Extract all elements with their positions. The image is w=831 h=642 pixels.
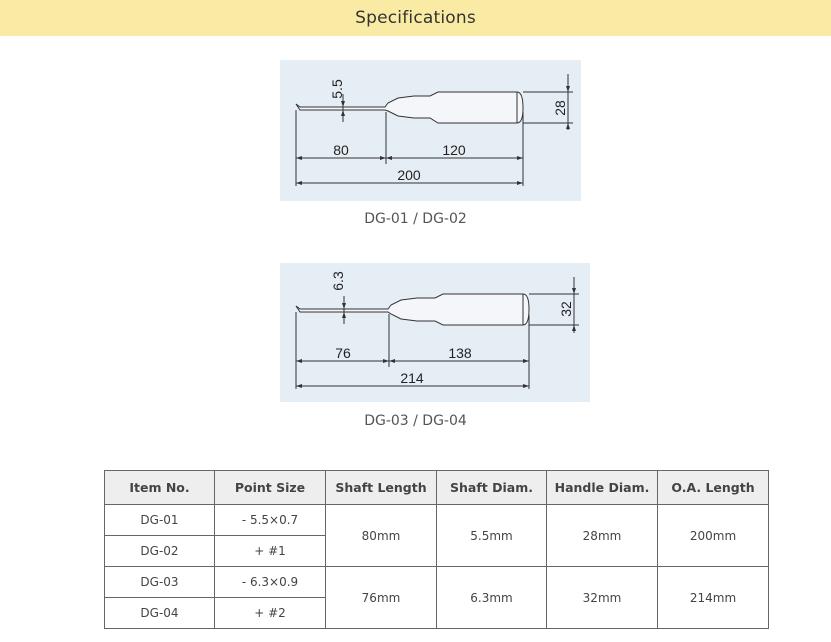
handle-diameter-label: 32 — [558, 301, 574, 317]
handle-diam-cell: 28mm — [546, 504, 658, 567]
shaft-diam-cell: 5.5mm — [436, 504, 547, 567]
tip-size-label: 5.5 — [329, 79, 345, 99]
shaft-length-label: 80 — [333, 142, 349, 158]
column-header-shaft-length: Shaft Length — [325, 470, 437, 505]
specifications-header: Specifications — [0, 0, 831, 36]
shaft-diam-cell: 6.3mm — [436, 566, 547, 629]
oa-length-cell: 214mm — [657, 566, 769, 629]
point-size-cell: - 6.3×0.9 — [214, 566, 326, 598]
column-header-oa-length: O.A. Length — [657, 470, 769, 505]
screwdriver-diagram-dg01-dg02: 5.5 28 80 120 200 — [280, 60, 581, 201]
table-row: DG-02 + #1 — [104, 535, 769, 567]
table-row: DG-03 - 6.3×0.9 76mm 6.3mm 32mm 214mm — [104, 566, 769, 629]
column-header-item-no: Item No. — [104, 470, 215, 505]
point-size-cell: - 5.5×0.7 — [214, 504, 326, 536]
diagram-caption: DG-03 / DG-04 — [364, 413, 467, 429]
shaft-length-label: 76 — [335, 345, 351, 361]
item-no-cell: DG-02 — [104, 535, 215, 567]
table-row: DG-04 + #2 — [104, 597, 769, 629]
item-no-cell: DG-03 — [104, 566, 215, 598]
shaft-length-cell: 80mm — [325, 504, 437, 567]
item-no-cell: DG-01 — [104, 504, 215, 536]
column-header-shaft-diam: Shaft Diam. — [436, 470, 547, 505]
handle-length-label: 120 — [442, 142, 466, 158]
point-size-cell: + #2 — [214, 597, 326, 629]
specifications-table: Item No. Point Size Shaft Length Shaft D… — [104, 470, 769, 629]
handle-diameter-label: 28 — [552, 100, 568, 116]
handle-length-label: 138 — [448, 345, 472, 361]
handle-diam-cell: 32mm — [546, 566, 658, 629]
point-size-cell: + #1 — [214, 535, 326, 567]
column-header-point-size: Point Size — [214, 470, 326, 505]
item-no-cell: DG-04 — [104, 597, 215, 629]
table-header-row: Item No. Point Size Shaft Length Shaft D… — [104, 470, 769, 505]
shaft-length-cell: 76mm — [325, 566, 437, 629]
column-header-handle-diam: Handle Diam. — [546, 470, 658, 505]
tip-size-label: 6.3 — [330, 271, 346, 291]
overall-length-label: 214 — [400, 370, 424, 386]
page-title: Specifications — [355, 8, 476, 28]
oa-length-cell: 200mm — [657, 504, 769, 567]
overall-length-label: 200 — [397, 167, 421, 183]
screwdriver-diagram-dg03-dg04: 6.3 32 76 138 214 — [280, 263, 590, 402]
table-row: DG-01 - 5.5×0.7 80mm 5.5mm 28mm 200mm — [104, 504, 769, 567]
diagram-caption: DG-01 / DG-02 — [364, 211, 467, 227]
